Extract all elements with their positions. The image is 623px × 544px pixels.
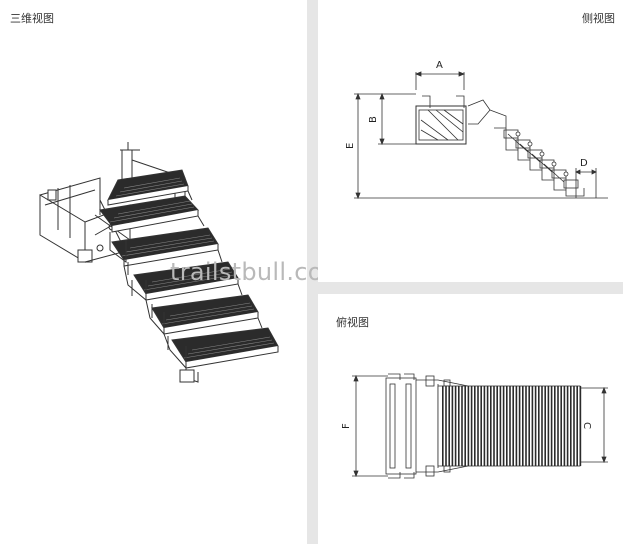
iso-view-panel: 三维视图 bbox=[0, 0, 346, 544]
iso-view-title: 三维视图 bbox=[10, 12, 54, 25]
top-view-title: 俯视图 bbox=[336, 316, 369, 329]
tread-stripe bbox=[477, 386, 479, 466]
tread-stripe bbox=[541, 386, 543, 466]
top-view-drawing: F C bbox=[341, 373, 608, 479]
dim-label-b: B bbox=[368, 116, 379, 123]
tread-stripe bbox=[502, 386, 505, 466]
iso-steps-drawing bbox=[39, 142, 279, 383]
side-view-drawing: A B E D bbox=[345, 60, 608, 200]
dim-label-c: C bbox=[581, 422, 592, 429]
top-tread-block bbox=[437, 385, 582, 467]
tread-stripe bbox=[483, 386, 486, 466]
watermark: trailstbull.com bbox=[170, 258, 347, 286]
tread-stripe bbox=[554, 386, 556, 466]
tread-stripe bbox=[464, 386, 466, 466]
tread-stripe bbox=[496, 386, 498, 466]
tread-stripe bbox=[563, 386, 566, 466]
tread-stripe bbox=[445, 386, 447, 466]
tread-stripe bbox=[442, 386, 444, 466]
tread-stripe bbox=[550, 386, 553, 466]
tread-stripe bbox=[515, 386, 518, 466]
tread-stripe bbox=[506, 386, 508, 466]
tread-stripe bbox=[544, 386, 546, 466]
tread-stripe bbox=[451, 386, 454, 466]
dim-label-a: A bbox=[436, 60, 443, 71]
tread-stripe bbox=[538, 386, 540, 466]
side-view-title: 侧视图 bbox=[582, 12, 615, 25]
side-view-panel: 侧视图 bbox=[318, 0, 623, 282]
tread-stripe bbox=[576, 386, 578, 466]
tread-stripe bbox=[490, 386, 492, 466]
dim-label-e: E bbox=[345, 143, 356, 149]
tread-stripe bbox=[522, 386, 524, 466]
iso-side-links bbox=[109, 190, 263, 383]
tread-stripe bbox=[579, 386, 582, 466]
tread-stripe bbox=[557, 386, 559, 466]
tread-stripe bbox=[493, 386, 495, 466]
tread-stripe bbox=[458, 386, 460, 466]
tread-stripe bbox=[534, 386, 537, 466]
tread-stripe bbox=[547, 386, 550, 466]
dim-label-d: D bbox=[580, 158, 588, 169]
top-view-panel: 俯视图 F C bbox=[318, 294, 623, 544]
tread-stripe bbox=[486, 386, 489, 466]
tread-stripe bbox=[461, 386, 463, 466]
tread-stripe bbox=[566, 386, 569, 466]
tread-stripe bbox=[454, 386, 457, 466]
tread-stripe bbox=[531, 386, 534, 466]
tread-stripe bbox=[480, 386, 482, 466]
tread-stripe bbox=[448, 386, 450, 466]
iso-treads bbox=[99, 169, 279, 369]
dim-label-f: F bbox=[341, 423, 352, 429]
tread-stripe bbox=[570, 386, 572, 466]
tread-stripe bbox=[499, 386, 502, 466]
tread-stripe bbox=[518, 386, 521, 466]
tread-stripe bbox=[470, 386, 473, 466]
tread-stripe bbox=[560, 386, 562, 466]
tread-stripe bbox=[509, 386, 511, 466]
tread-stripe bbox=[512, 386, 514, 466]
tread-stripe bbox=[474, 386, 476, 466]
tread-stripe bbox=[573, 386, 575, 466]
tread-stripe bbox=[525, 386, 527, 466]
tread-stripe bbox=[528, 386, 530, 466]
tread-stripe bbox=[467, 386, 470, 466]
